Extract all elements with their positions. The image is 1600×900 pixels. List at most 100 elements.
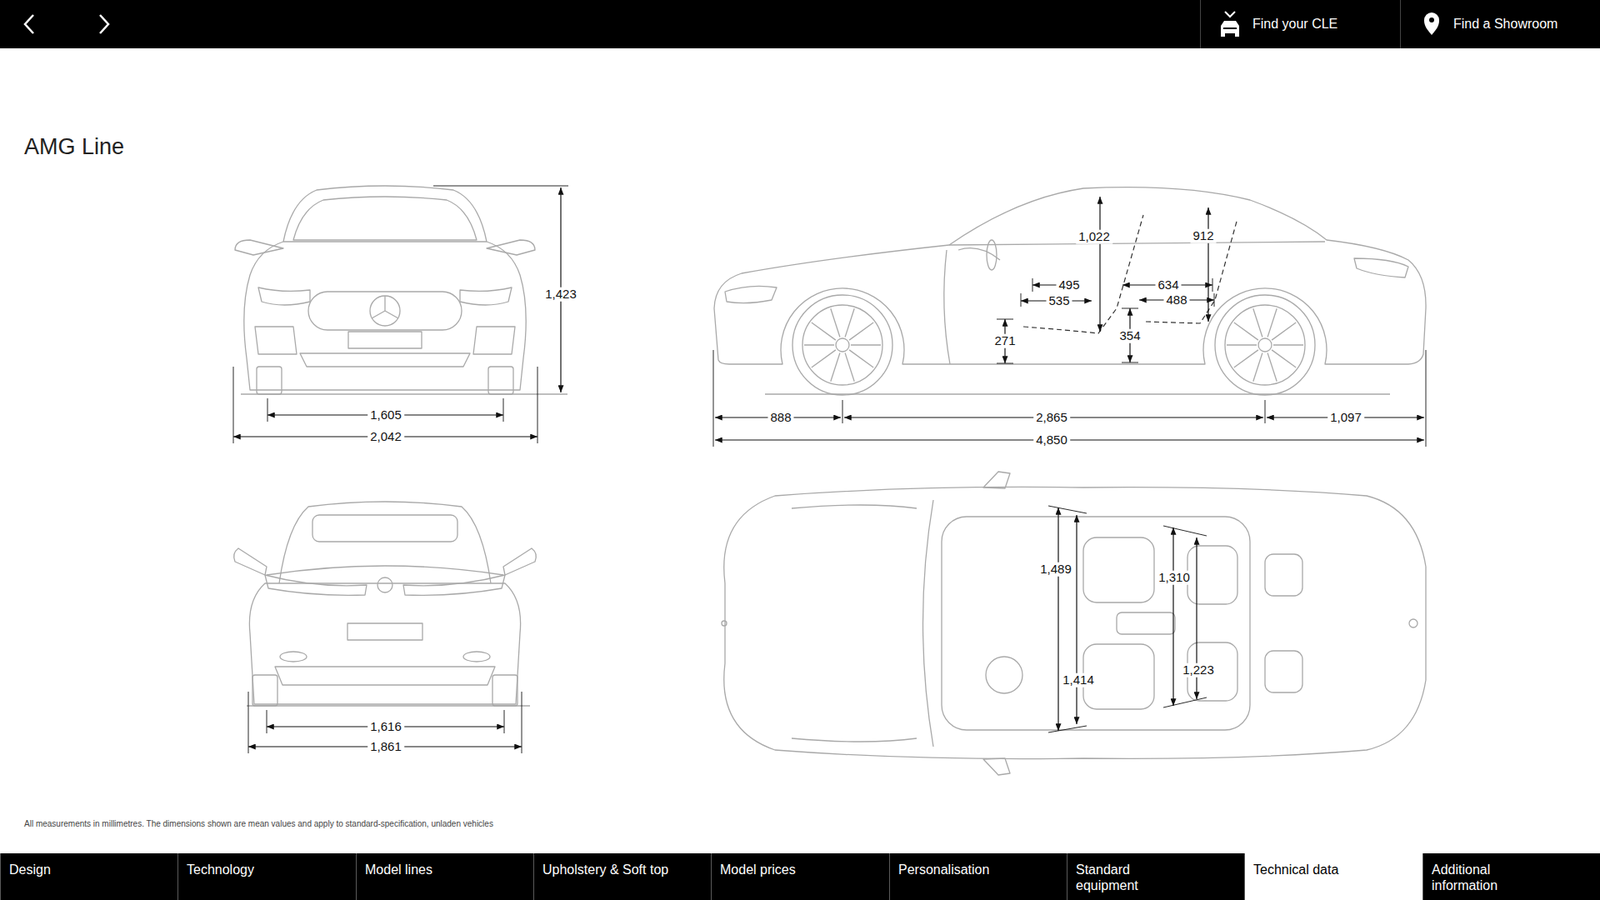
rear-mirror (234, 548, 267, 575)
nav-button: Find a Showroom (1400, 0, 1600, 49)
top-rear-star (1409, 619, 1418, 628)
front-body (244, 241, 526, 390)
front-star (370, 295, 400, 326)
dimension-value: 1,414 (1060, 673, 1097, 688)
extension-line (248, 691, 250, 754)
section-tab: Model lines (355, 853, 534, 900)
side-door-line (944, 250, 950, 365)
car-icon (1220, 20, 1240, 34)
rear-taillight (403, 575, 505, 595)
section-tab: Additional information (1422, 853, 1600, 900)
side-body (714, 187, 1426, 365)
rear-mirror (503, 548, 536, 575)
side-spokes (1226, 308, 1304, 381)
tab-label: Model prices (720, 861, 881, 878)
dimension-value: 912 (1190, 229, 1216, 244)
top-mirror (983, 471, 1010, 489)
nav-button: Find your CLE (1200, 0, 1400, 49)
rear-diffuser (275, 666, 495, 685)
dimension-lines (233, 185, 1426, 754)
front-intake (473, 326, 515, 355)
tab-label: Additional information (1431, 861, 1524, 894)
dimension-value: 1,489 (1037, 562, 1075, 577)
tab-label: Find your CLE (1252, 15, 1338, 32)
front-lower-grille (300, 353, 470, 367)
extension-line (233, 366, 235, 444)
dimension-value: 1,423 (542, 287, 580, 302)
side-headlight (725, 285, 777, 303)
back-chevron (25, 15, 34, 34)
top-console (1116, 612, 1175, 635)
front-star-arms (371, 295, 399, 319)
rear-plate (347, 623, 423, 640)
front-mirror (486, 240, 535, 255)
section-tab: Design (0, 853, 178, 900)
dimension-value: 2,865 (1033, 410, 1070, 425)
pin-icon-hole (1429, 17, 1435, 23)
dimension-value: 1,097 (1327, 410, 1365, 425)
tab-label: Design (9, 861, 170, 878)
tab-label: Personalisation (898, 861, 1059, 878)
extension-line (433, 185, 569, 187)
dimension-value: 888 (767, 410, 794, 425)
side-tire (792, 295, 893, 395)
section-tab: Standard equipment (1066, 853, 1245, 900)
dimension-value: 4,850 (1033, 433, 1070, 448)
top-windshield-line (923, 500, 935, 747)
dimension-value: 354 (1116, 329, 1143, 344)
top-front-star (721, 620, 727, 626)
dimension-value: 488 (1163, 293, 1190, 308)
dimension-value: 495 (1055, 278, 1082, 293)
front-seat-outline (1023, 215, 1144, 334)
rear-trunk-line (266, 565, 504, 575)
front-tire (488, 366, 514, 395)
dimension-value: 2,042 (367, 430, 405, 445)
rear-body (249, 583, 520, 705)
tab-label: Standard equipment (1075, 861, 1168, 894)
dimension-value: 1,022 (1075, 230, 1113, 245)
dimension-value: 271 (991, 334, 1018, 349)
ground-line (765, 393, 1390, 395)
section-tab: Technology (177, 853, 356, 900)
top-deck-cover (1265, 554, 1303, 596)
extension-line (1048, 505, 1087, 514)
extension-line (537, 366, 539, 444)
dimension-value: 1,310 (1155, 570, 1193, 585)
side-rim (802, 305, 883, 385)
section-tab: Technical data (1244, 853, 1423, 900)
extension-line (267, 398, 269, 422)
rear-tire (252, 675, 278, 706)
rear-exhaust (280, 651, 307, 662)
rear-star (377, 577, 393, 593)
side-hub (1258, 338, 1272, 352)
extension-line (713, 350, 715, 447)
rear-soft-top (279, 501, 491, 584)
side-hub (835, 338, 850, 352)
dimension-value: 1,605 (367, 408, 405, 423)
extension-line (521, 691, 523, 754)
tab-label: Upholstery & Soft top (542, 861, 703, 878)
top-cabin (941, 516, 1250, 730)
dimension-value: 1,616 (367, 720, 405, 735)
front-grille (308, 291, 462, 330)
side-tire (1215, 295, 1315, 395)
front-roof (283, 185, 487, 242)
dimension-value: 1,223 (1180, 663, 1217, 678)
tab-label: Find a Showroom (1453, 15, 1558, 32)
top-mirror (983, 758, 1010, 775)
extension-line (1163, 525, 1207, 536)
front-mirror (235, 240, 284, 255)
front-windshield (293, 196, 477, 240)
rear-seat-outline (1145, 218, 1238, 324)
extension-line (503, 398, 505, 422)
dimension-value: 1,861 (367, 740, 405, 755)
dimension-line (1099, 196, 1100, 332)
side-rim (1225, 305, 1305, 385)
rear-window (312, 515, 458, 542)
extension-line (504, 710, 505, 734)
dimension-line (1075, 515, 1077, 725)
rear-exhaust (463, 651, 490, 662)
pin-icon (1424, 12, 1440, 35)
side-belt-line (949, 241, 1325, 245)
